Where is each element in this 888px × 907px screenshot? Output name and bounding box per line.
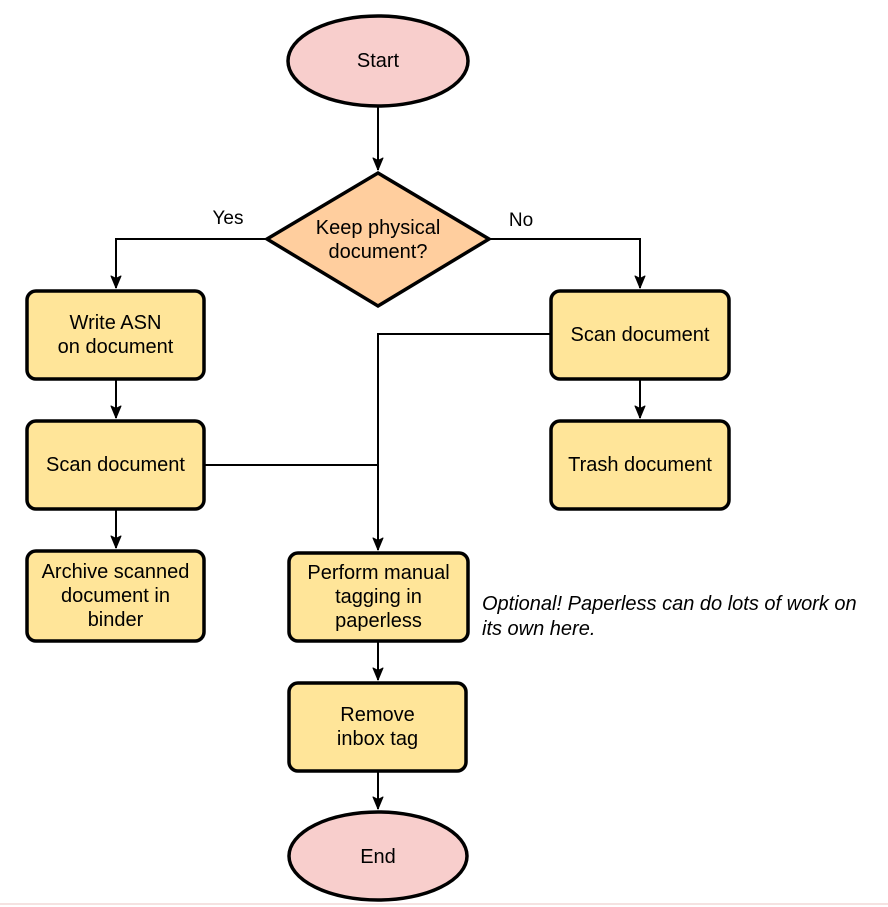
edge-decision-no-to-scan-right: [489, 238, 646, 289]
optional-note: Optional! Paperless can do lots of work …: [482, 593, 857, 640]
edge-yes-label: Yes: [212, 208, 244, 229]
edge-decision-yes-to-write-asn: [110, 238, 267, 289]
end-terminator-shape: [287, 810, 469, 902]
archive-box-shape: [25, 549, 206, 643]
scan-right-box-shape: [549, 289, 731, 381]
start-terminator-shape: [286, 14, 470, 108]
perform-tagging-box-shape: [287, 551, 470, 643]
edge-scan-right-to-perform-tagging: [372, 333, 551, 551]
scan-left-box-shape: [25, 419, 206, 511]
edge-no-label: No: [508, 210, 534, 231]
decision-diamond-shape: [263, 170, 493, 309]
write-asn-box-shape: [25, 289, 206, 381]
bottom-divider: [0, 903, 888, 905]
remove-inbox-box-shape: [287, 681, 468, 773]
trash-box-shape: [549, 419, 731, 511]
